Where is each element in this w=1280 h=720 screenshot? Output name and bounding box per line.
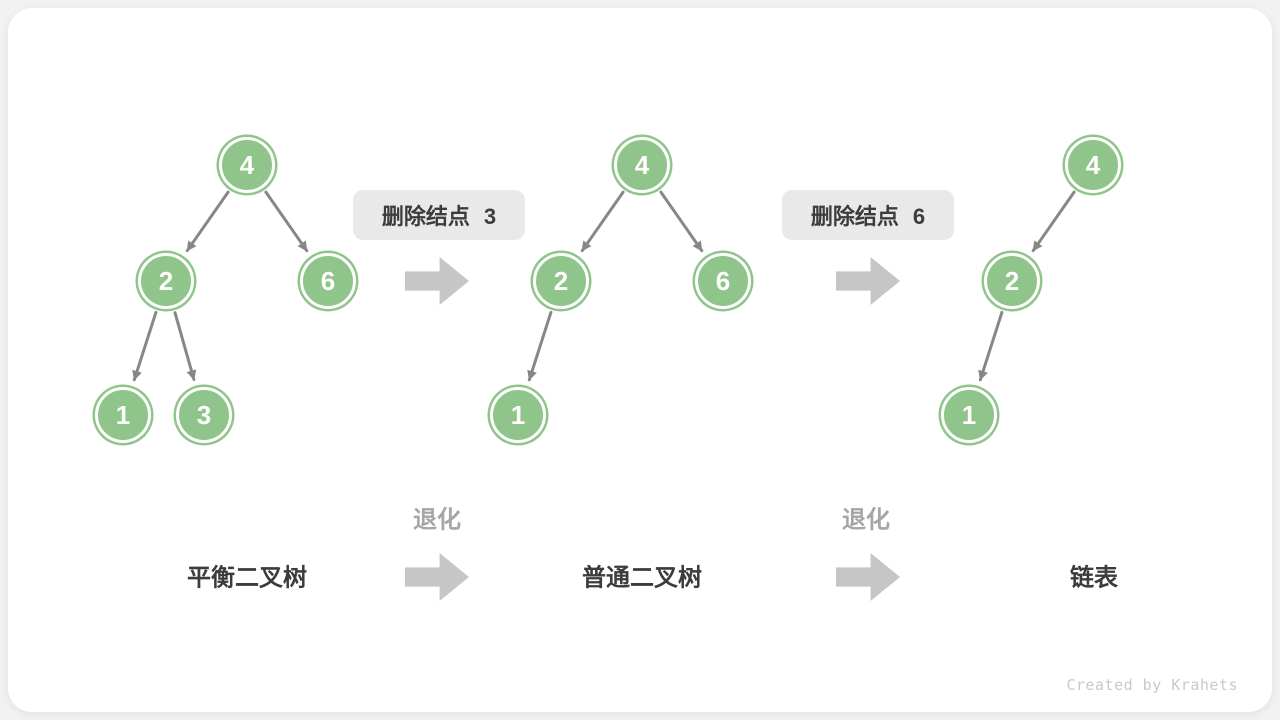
degenerate-label: 退化 xyxy=(413,506,461,534)
tree-2-edges xyxy=(527,190,704,382)
tree-node: 4 xyxy=(1065,137,1121,193)
diagram-canvas xyxy=(8,8,1272,712)
tree-node: 1 xyxy=(941,387,997,443)
watermark: Created by Krahets xyxy=(1066,676,1238,694)
stage-label-ordinary-tree: 普通二叉树 xyxy=(582,564,702,592)
tree-node: 3 xyxy=(176,387,232,443)
tree-node: 2 xyxy=(984,253,1040,309)
tree-3-edges xyxy=(978,190,1076,382)
stage-label-balanced-tree: 平衡二叉树 xyxy=(187,564,307,592)
tree-node: 2 xyxy=(533,253,589,309)
degenerate-label: 退化 xyxy=(842,506,890,534)
delete-node-6-badge: 删除结点 6 xyxy=(782,190,954,240)
tree-node: 1 xyxy=(490,387,546,443)
tree-node: 1 xyxy=(95,387,151,443)
tree-node: 4 xyxy=(219,137,275,193)
stage-label-linked-list: 链表 xyxy=(1070,564,1118,592)
tree-node: 6 xyxy=(300,253,356,309)
delete-node-3-badge: 删除结点 3 xyxy=(353,190,525,240)
tree-node: 2 xyxy=(138,253,194,309)
tree-1-edges xyxy=(132,190,309,382)
tree-node: 4 xyxy=(614,137,670,193)
tree-node: 6 xyxy=(695,253,751,309)
